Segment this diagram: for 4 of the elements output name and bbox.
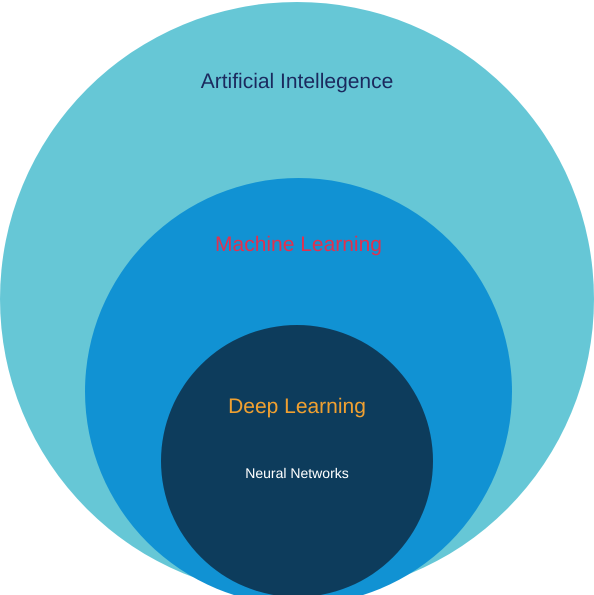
circle-label: Artificial Intellegence — [200, 70, 394, 94]
circle-sublabel: Neural Networks — [245, 465, 349, 481]
circle-label: Deep Learning — [228, 395, 366, 419]
circle-label: Machine Learning — [215, 233, 382, 257]
